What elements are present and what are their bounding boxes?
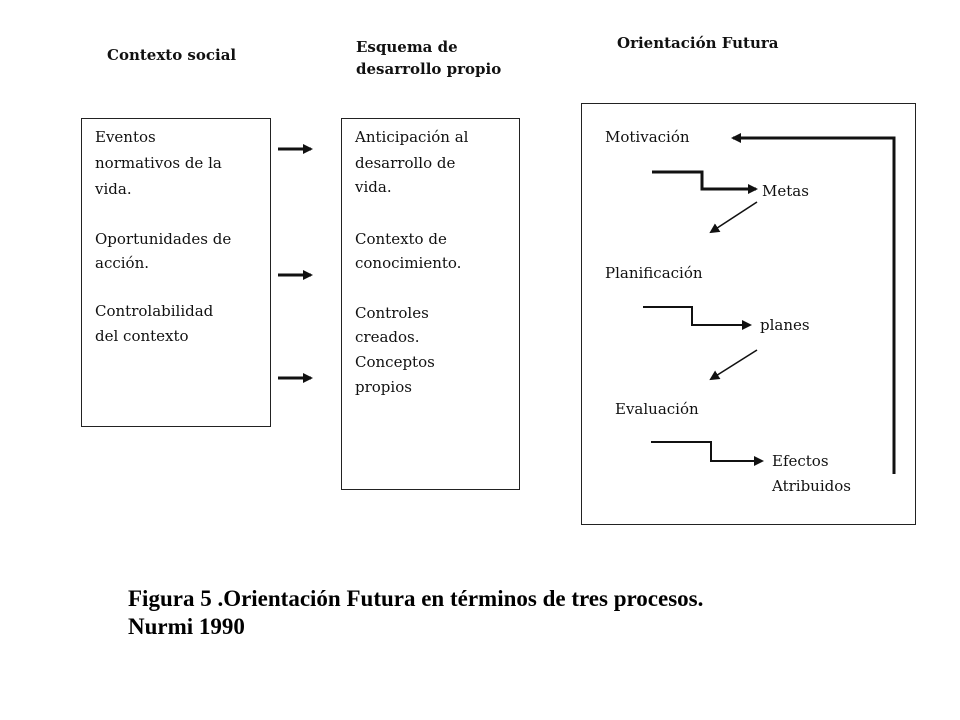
header-esquema-line1: Esquema de <box>356 38 458 56</box>
social-line-1: Eventos <box>95 128 156 146</box>
label-motivacion: Motivación <box>605 128 690 146</box>
caption-line-1: Figura 5 .Orientación Futura en términos… <box>128 586 704 611</box>
esquema-line-6: Controles <box>355 304 429 322</box>
label-planes: planes <box>760 316 810 334</box>
box-esquema-desarrollo <box>341 118 520 490</box>
arrow-metas-to-planificacion <box>709 201 758 234</box>
esquema-line-3: vida. <box>355 178 392 196</box>
label-atribuidos: Atribuidos <box>772 477 851 495</box>
header-contexto-social: Contexto social <box>107 46 237 64</box>
social-line-4: Oportunidades de <box>95 230 232 248</box>
caption-line-2: Nurmi 1990 <box>128 614 245 639</box>
esquema-line-2: desarrollo de <box>355 154 456 172</box>
arrow-planes-to-evaluacion <box>709 349 758 381</box>
esquema-line-4: Contexto de <box>355 230 447 248</box>
esquema-line-9: propios <box>355 378 412 396</box>
social-line-6: Controlabilidad <box>95 302 214 320</box>
arrow-to-planes <box>643 306 752 330</box>
box-orientacion-futura <box>581 103 916 525</box>
label-efectos: Efectos <box>772 452 829 470</box>
label-planificacion: Planificación <box>605 264 703 282</box>
box-contexto-social <box>81 118 271 427</box>
social-line-7: del contexto <box>95 327 189 345</box>
figure-caption: Figura 5 .Orientación Futura en términos… <box>128 585 703 641</box>
arrow-to-efectos <box>651 441 764 466</box>
social-line-5: acción. <box>95 254 150 272</box>
header-esquema-line2: desarrollo propio <box>356 60 502 78</box>
label-metas: Metas <box>762 182 809 200</box>
social-line-2: normativos de la <box>95 154 222 172</box>
label-evaluacion: Evaluación <box>615 400 699 418</box>
esquema-line-1: Anticipación al <box>355 128 469 146</box>
social-line-3: vida. <box>95 180 132 198</box>
arrow-to-metas <box>652 170 758 194</box>
esquema-line-7: creados. <box>355 328 420 346</box>
header-orientacion-futura: Orientación Futura <box>617 34 779 52</box>
esquema-line-8: Conceptos <box>355 353 435 371</box>
esquema-line-5: conocimiento. <box>355 254 462 272</box>
feedback-loop-arrow <box>731 133 896 474</box>
